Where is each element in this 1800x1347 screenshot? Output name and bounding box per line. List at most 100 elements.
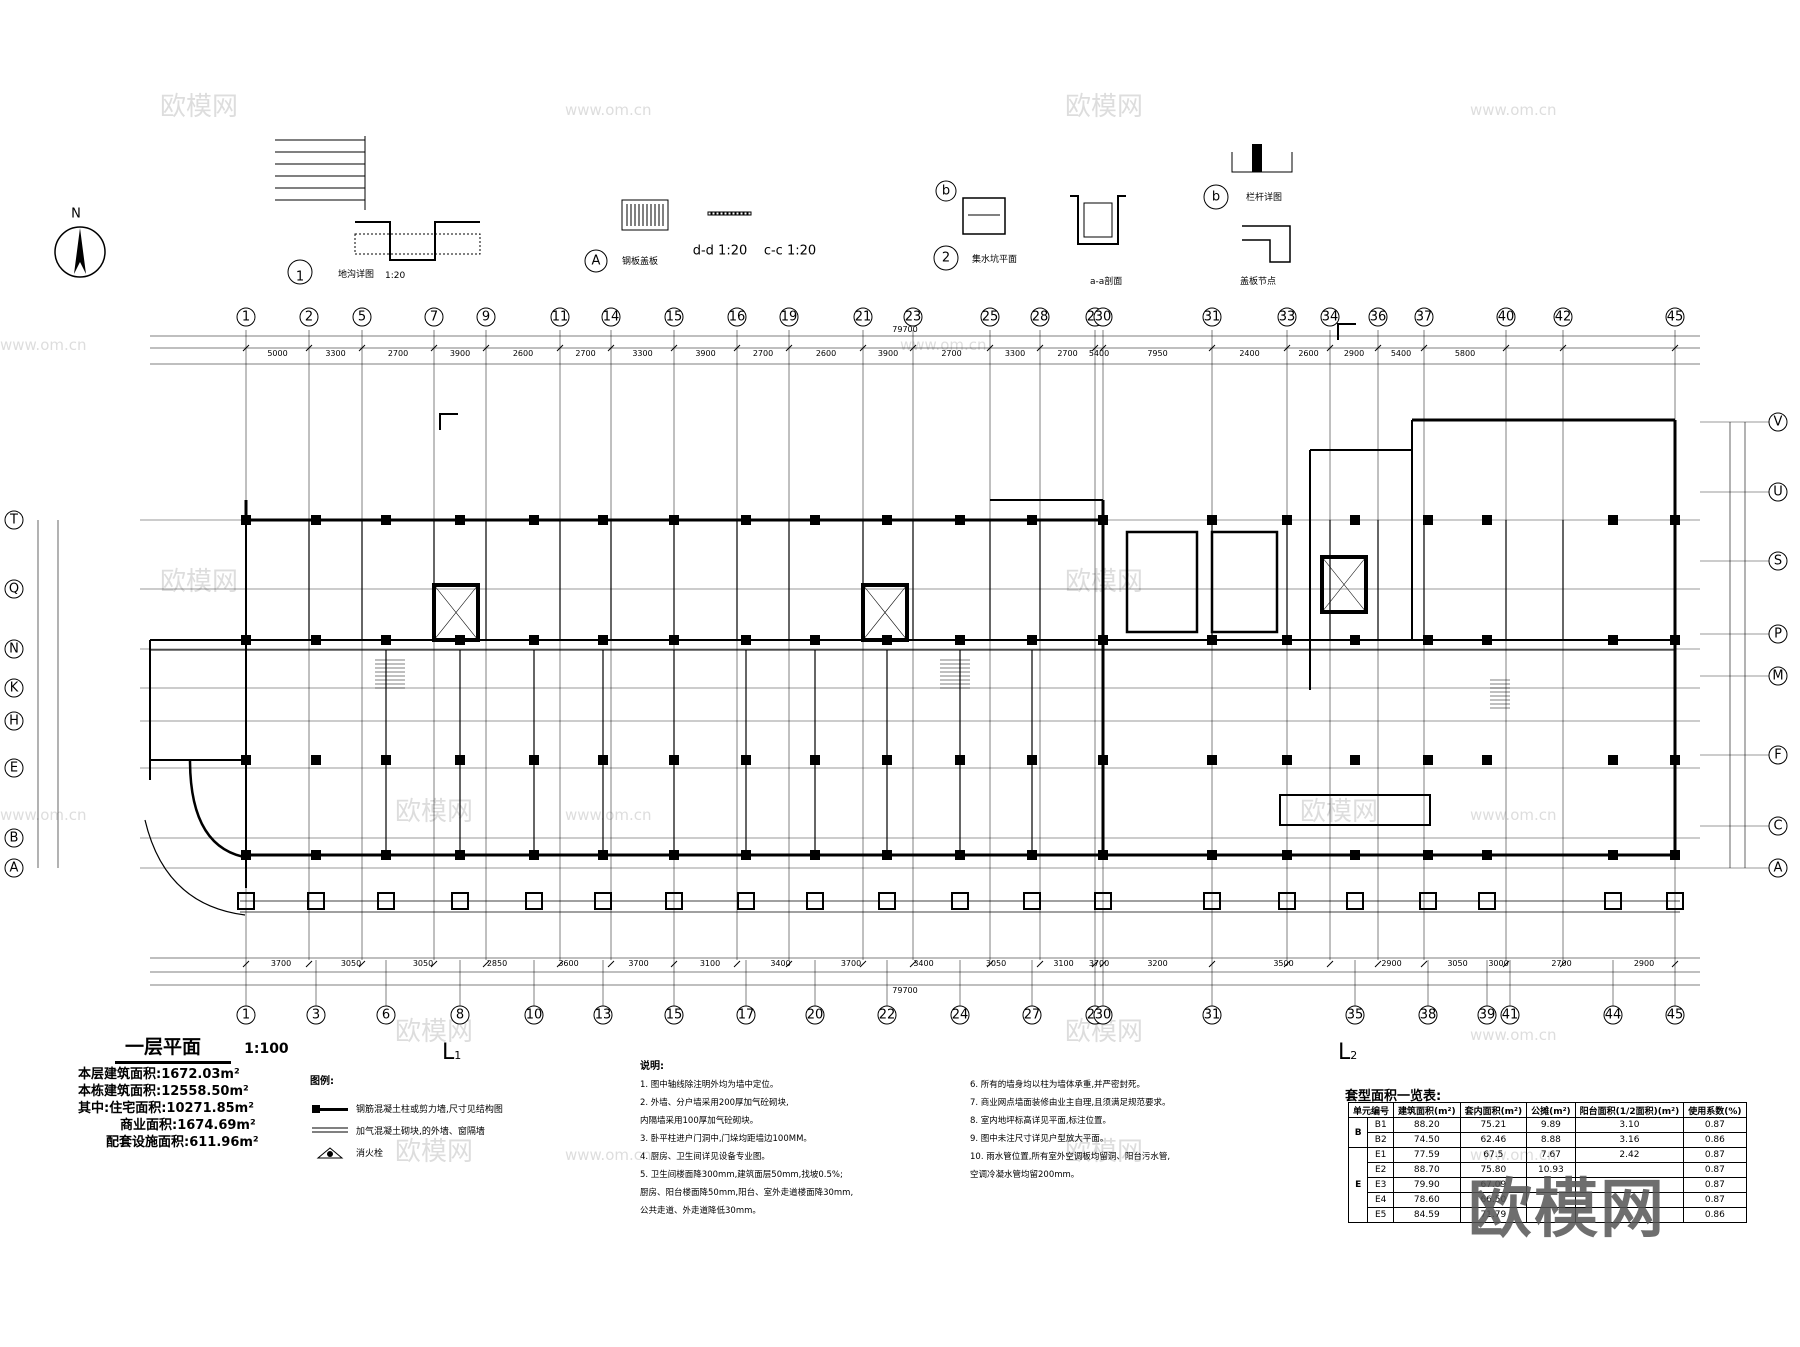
section-bubble xyxy=(935,180,957,202)
elevator-cross xyxy=(862,584,908,641)
detail-label: 地沟详图 xyxy=(338,268,374,280)
table-cell: 9.89 xyxy=(1526,1117,1576,1133)
drawing-title-block: 一层平面 1:100 xyxy=(115,1032,289,1064)
axis-label: C xyxy=(1773,819,1782,834)
legend-item: 加气混凝土砌块,的外墙、窗隔墙 xyxy=(356,1126,485,1137)
column xyxy=(1027,515,1037,525)
column xyxy=(810,755,820,765)
table-cell: 0.86 xyxy=(1683,1132,1747,1148)
trench-fill xyxy=(354,233,481,255)
axis-bubble xyxy=(601,307,621,327)
column xyxy=(1098,515,1108,525)
sump-plan xyxy=(962,197,1006,235)
table-cell: 62.46 xyxy=(1459,1132,1528,1148)
table-cell: E2 xyxy=(1367,1162,1395,1178)
column xyxy=(241,755,251,765)
dim-text: 3400 xyxy=(913,959,933,968)
dim-text: 5000 xyxy=(267,349,287,358)
dim-text: 2600 xyxy=(1298,349,1318,358)
axis-bubble xyxy=(1093,307,1113,327)
axis-label: 3 xyxy=(312,1008,320,1023)
elevator-cross xyxy=(1321,556,1367,613)
detail-label: 集水坑平面 xyxy=(972,253,1017,265)
table-cell: 0.87 xyxy=(1683,1117,1747,1133)
column xyxy=(311,850,321,860)
table-header: 单元编号 xyxy=(1347,1102,1395,1118)
column xyxy=(529,755,539,765)
dim-text: 3500 xyxy=(1273,959,1293,968)
dim-text: 3700 xyxy=(1089,959,1109,968)
axis-label: 39 xyxy=(1479,1008,1496,1023)
note-line: 3. 卧平柱进户门洞中,门垛均距墙边100MM。 xyxy=(640,1134,812,1144)
grate-section-dot xyxy=(723,211,728,216)
dim-tick xyxy=(607,960,615,968)
stat-line: 本栋建筑面积:12558.50m² xyxy=(78,1084,249,1099)
dim-tick xyxy=(1374,960,1382,968)
dim-tick xyxy=(1374,344,1382,352)
dim-text: 3700 xyxy=(841,959,861,968)
column xyxy=(1350,755,1360,765)
table-cell: 71.79 xyxy=(1459,1207,1528,1223)
table-cell: B1 xyxy=(1367,1117,1395,1133)
axis-label: 30 xyxy=(1095,1008,1112,1023)
shop-partition xyxy=(1279,794,1431,826)
dim-text: 3300 xyxy=(325,349,345,358)
column xyxy=(1098,755,1108,765)
table-cell: 8.88 xyxy=(1526,1132,1576,1148)
column xyxy=(1608,515,1618,525)
note-line: 2. 外墙、分户墙采用200厚加气砼砌块, xyxy=(640,1098,789,1108)
note-line: 空调冷凝水管均留200mm。 xyxy=(970,1170,1080,1180)
axis-label: B xyxy=(10,831,19,846)
dim-tick xyxy=(859,344,867,352)
dim-tick xyxy=(1091,960,1099,968)
detail-number: A xyxy=(592,254,601,269)
section-mark-2: L2 xyxy=(1338,1040,1358,1065)
sump-inner xyxy=(1083,202,1113,238)
section-cut-mark xyxy=(1337,323,1356,340)
axis-label: 37 xyxy=(1416,310,1433,325)
axis-bubble xyxy=(4,758,24,778)
dim-tick xyxy=(1326,960,1334,968)
table-cell: 75.21 xyxy=(1459,1117,1528,1133)
column xyxy=(1207,755,1217,765)
equipment-room xyxy=(1210,530,1279,634)
axis-label: 14 xyxy=(603,310,620,325)
column xyxy=(1207,515,1217,525)
concrete-wall-swatch-icon xyxy=(312,1105,348,1113)
curved-wall xyxy=(188,759,251,860)
legend: 图例: 钢筋混凝土柱或剪力墙,尺寸见结构图 加气混凝土砌块,的外墙、窗隔墙 消火… xyxy=(310,1072,503,1163)
column xyxy=(311,515,321,525)
axis-label: 40 xyxy=(1498,310,1515,325)
axis-label: 13 xyxy=(595,1008,612,1023)
detail-number: b xyxy=(942,184,950,199)
column xyxy=(381,515,391,525)
column xyxy=(1207,635,1217,645)
dim-tick xyxy=(556,344,564,352)
axis-grid: 1257911141516192123252829303133343637404… xyxy=(4,307,1788,1025)
watermark-url: www.om.cn xyxy=(0,336,87,354)
dim-text: 5400 xyxy=(1391,349,1411,358)
axis-label: 42 xyxy=(1555,310,1572,325)
table-header: 阳台面积(1/2面积)(m²) xyxy=(1574,1102,1685,1118)
dim-text: 5800 xyxy=(1455,349,1475,358)
axis-label: 45 xyxy=(1667,1008,1684,1023)
column xyxy=(669,635,679,645)
column xyxy=(1608,850,1618,860)
watermark-text: 欧模网 xyxy=(1065,1137,1143,1167)
note-line: 6. 所有的墙身均以柱为墙体承重,并严密封死。 xyxy=(970,1080,1146,1090)
axis-label: 22 xyxy=(879,1008,896,1023)
area-stats: 本层建筑面积:1672.03m² 本栋建筑面积:12558.50m² 其中:住宅… xyxy=(78,1066,259,1151)
column xyxy=(1670,515,1680,525)
column xyxy=(241,850,251,860)
axis-label: P xyxy=(1774,627,1782,642)
axis-bubble xyxy=(1202,307,1222,327)
notes-left: 说明: 1. 图中轴线除注明外均为墙中定位。 2. 外墙、分户墙采用200厚加气… xyxy=(640,1058,853,1220)
column xyxy=(529,850,539,860)
dim-text: 3300 xyxy=(632,349,652,358)
axis-label: 2 xyxy=(305,310,313,325)
watermark-url: www.om.cn xyxy=(565,1146,652,1164)
detail-bubble xyxy=(287,259,313,285)
column xyxy=(955,850,965,860)
column xyxy=(1350,850,1360,860)
